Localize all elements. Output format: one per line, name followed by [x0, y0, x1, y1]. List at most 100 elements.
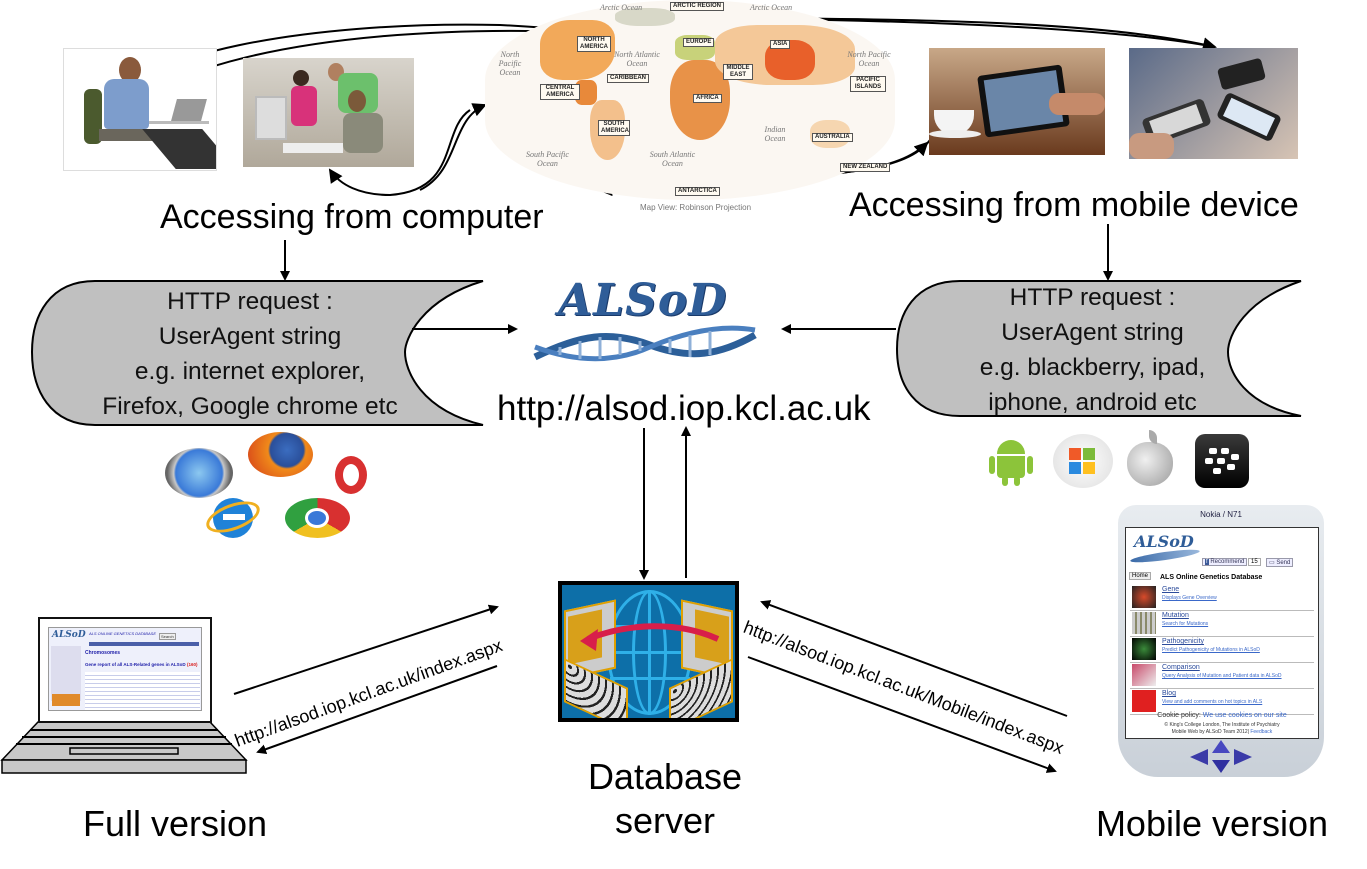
full-version-caption: Full version: [82, 803, 268, 844]
map-region-asia: ASIA: [770, 40, 791, 49]
opera-icon: [335, 456, 367, 494]
full-site-heading: Gene report of all ALS-Related genes in …: [85, 662, 198, 667]
windows-icon: [1053, 434, 1113, 488]
computer-request-line-3: e.g. internet explorer,: [134, 358, 366, 385]
smartphones-photo: [1129, 48, 1298, 159]
mobile-menu-item-title[interactable]: Mutation: [1162, 612, 1189, 619]
alsod-logo[interactable]: ALSoD: [530, 275, 760, 375]
curve-arrow-students: [328, 109, 471, 197]
computer-access-caption: Accessing from computer: [160, 198, 544, 236]
ipad-photo: [929, 48, 1105, 155]
mobile-os-icons: [985, 430, 1250, 490]
mobile-access-caption: Accessing from mobile device: [849, 186, 1299, 224]
mobile-request-line-3: e.g. blackberry, ipad,: [979, 354, 1206, 381]
world-map: Arctic Ocean Arctic Ocean North Pacific …: [485, 0, 895, 212]
alsod-url[interactable]: http://alsod.iop.kcl.ac.uk: [497, 389, 871, 428]
map-region-caribbean: CARIBBEAN: [607, 74, 649, 83]
mobile-menu-item-title[interactable]: Blog: [1162, 690, 1177, 697]
send-button[interactable]: ▭ Send: [1266, 558, 1294, 567]
arrow-mobile-to-server: [760, 600, 1068, 717]
chrome-icon: [285, 498, 350, 538]
map-label-arctic-ocean-1: Arctic Ocean: [600, 3, 643, 12]
map-region-europe: EUROPE: [683, 38, 715, 47]
gene-thumbnail-icon: [1132, 586, 1156, 608]
map-label-south-atlantic: South Atlantic Ocean: [649, 150, 696, 168]
mobile-site-screenshot: ALSoD f Recommend 15 ▭ Send Home ALS Onl…: [1125, 527, 1319, 739]
home-button[interactable]: Home: [1129, 572, 1152, 580]
mobile-version-caption: Mobile version: [1095, 803, 1329, 844]
mobile-menu-item-subtitle[interactable]: View and add comments on hot topics in A…: [1162, 699, 1263, 705]
mobile-request-line-2: UserAgent string: [1001, 319, 1184, 346]
map-region-antarctica: ANTARCTICA: [675, 187, 720, 196]
map-label-north-pacific-e: North Pacific Ocean: [847, 50, 891, 68]
pathogenicity-thumbnail-icon: [1132, 638, 1156, 660]
internet-explorer-icon: [202, 495, 264, 539]
mobile-version-phone: Nokia / N71 ALSoD f Recommend 15 ▭ Send …: [1118, 505, 1324, 777]
mobile-footer-1: © King's College London, The Institute o…: [1164, 722, 1280, 728]
computer-request-line-2: UserAgent string: [158, 323, 342, 350]
full-site-logo: ALSoD: [52, 630, 86, 640]
mutation-thumbnail-icon: [1132, 612, 1156, 634]
database-server-icon: [558, 581, 739, 722]
mobile-request-line-1: HTTP request :: [1009, 284, 1176, 311]
map-label-indian-ocean: Indian Ocean: [764, 125, 786, 143]
browser-icons: [160, 428, 410, 543]
comparison-thumbnail-icon: [1132, 664, 1156, 686]
mobile-menu-item-subtitle[interactable]: Displays Gene Overview: [1162, 595, 1217, 601]
map-region-australia: AUSTRALIA: [812, 133, 853, 142]
recommend-button[interactable]: f Recommend: [1202, 558, 1248, 566]
blackberry-icon: [1195, 434, 1249, 488]
database-caption-line-1: Database: [587, 756, 743, 797]
computer-request-scroll: [30, 280, 484, 426]
map-region-central-america: CENTRAL AMERICA: [540, 84, 580, 100]
computer-request-line-4: Firefox, Google chrome etc: [102, 393, 398, 420]
device-title: Nokia / N71: [1200, 510, 1242, 519]
map-label-north-pacific-w: North Pacific Ocean: [498, 50, 522, 77]
full-site-section: Chromosomes: [85, 650, 121, 656]
map-label-south-pacific: South Pacific Ocean: [526, 150, 569, 168]
mobile-menu-item-title[interactable]: Pathogenicity: [1162, 638, 1205, 645]
map-region-africa: AFRICA: [693, 94, 722, 103]
map-caption: Map View: Robinson Projection: [640, 203, 752, 212]
database-server-caption: Database server: [555, 755, 775, 843]
full-version-laptop-screen: ALSoD ALS ONLINE GENETICS DATABASE Searc…: [38, 617, 212, 723]
map-region-north-america: NORTH AMERICA: [577, 36, 611, 52]
red-transfer-arrow-icon: [580, 623, 720, 651]
mobile-site-logo: ALSoD: [1134, 532, 1194, 551]
map-label-north-atlantic: North Atlantic Ocean: [614, 50, 660, 68]
cookie-policy: Cookie policy: We use cookies on our sit…: [1157, 712, 1287, 719]
arrow-full-to-server: [233, 604, 499, 695]
map-region-arctic: ARCTIC REGION: [670, 2, 724, 11]
android-icon: [987, 436, 1035, 486]
mobile-menu-item-subtitle[interactable]: Search for Mutations: [1162, 621, 1209, 627]
map-region-new-zealand: NEW ZEALAND: [840, 163, 891, 172]
blog-thumbnail-icon: [1132, 690, 1156, 712]
map-region-south-america: SOUTH AMERICA: [598, 120, 630, 136]
arrow-server-to-full: [256, 665, 498, 754]
dna-helix-icon: [533, 325, 757, 362]
phone-navigation-pad-icon[interactable]: [1118, 505, 1324, 777]
map-label-arctic-ocean-2: Arctic Ocean: [750, 3, 793, 12]
computer-request-line-1: HTTP request :: [167, 288, 333, 315]
mobile-menu-item-subtitle[interactable]: Query Analysis of Mutation and Patient d…: [1162, 673, 1282, 679]
mobile-footer-2: Mobile Web by ALSoD Team 2012| Feedback: [1171, 729, 1273, 735]
full-site-search-button[interactable]: Search: [159, 633, 176, 640]
recommend-count: 15: [1248, 558, 1261, 566]
cookie-link[interactable]: We use cookies on our site: [1202, 712, 1287, 719]
full-site-header: ALS ONLINE GENETICS DATABASE: [89, 631, 156, 636]
feedback-link[interactable]: Feedback: [1250, 729, 1273, 735]
man-at-laptop-photo: [63, 48, 217, 171]
map-region-middle-east: MIDDLE EAST: [723, 64, 753, 80]
mobile-menu-item-title[interactable]: Comparison: [1162, 664, 1200, 671]
mobile-menu-item-subtitle[interactable]: Predict Pathogenicity of Mutations in AL…: [1162, 647, 1260, 653]
mobile-menu-item-title[interactable]: Gene: [1162, 586, 1180, 593]
mobile-request-scroll: [895, 280, 1302, 417]
mobile-db-title: ALS Online Genetics Database: [1160, 574, 1263, 581]
curve-arrow-students-to-map: [419, 103, 487, 191]
computer-request-text: HTTP request : UserAgent string e.g. int…: [60, 284, 440, 424]
